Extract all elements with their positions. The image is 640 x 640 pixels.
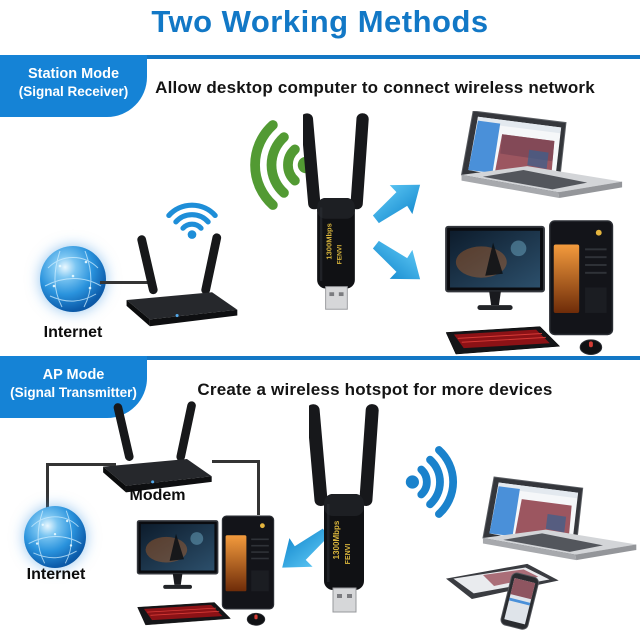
host-desktop-pc: [136, 505, 296, 636]
station-section-divider: [0, 55, 640, 59]
modem-label: Modem: [129, 487, 186, 504]
client-devices-group: [446, 470, 640, 640]
wireless-router: [116, 232, 244, 334]
station-badge-subtitle: (Signal Receiver): [18, 84, 129, 99]
arrow-down-left-icon: [267, 514, 341, 586]
adapter-brand-text: FENVI: [345, 544, 352, 565]
modem-internet-cable-horizontal: [46, 463, 116, 466]
gaming-desktop-pc: [444, 218, 640, 356]
adapter-brand-text: FENVI: [337, 245, 344, 265]
ap-mode-badge: AP Mode (Signal Transmitter): [0, 356, 147, 418]
router-wifi-signal-icon: [166, 197, 218, 241]
modem-pc-cable-horizontal: [212, 460, 260, 463]
ap-section-divider: [0, 356, 640, 360]
station-headline: Allow desktop computer to connect wirele…: [155, 78, 595, 97]
arrow-down-right-icon: [361, 226, 435, 298]
ap-badge-subtitle: (Signal Transmitter): [10, 385, 137, 400]
station-internet-label: Internet: [43, 324, 103, 341]
globe-network-lines: [28, 510, 82, 564]
modem-router: [93, 400, 218, 500]
modem-pc-cable-vertical: [257, 460, 260, 515]
usb-wifi-adapter: 1300Mbps FENVI: [309, 402, 379, 620]
ap-headline: Create a wireless hotspot for more devic…: [197, 380, 553, 399]
client-laptop: [482, 476, 637, 561]
ap-badge-title: AP Mode: [42, 367, 105, 383]
ap-internet-label: Internet: [26, 566, 86, 583]
station-badge-title: Station Mode: [27, 66, 120, 82]
station-mode-badge: Station Mode (Signal Receiver): [0, 55, 147, 117]
page-title: Two Working Methods: [151, 4, 489, 39]
internet-globe-icon: [40, 246, 106, 312]
laptop: [444, 110, 628, 230]
internet-router-cable: [100, 281, 154, 284]
usb-wifi-adapter: 1300Mbps FENVI: [303, 111, 369, 317]
arrow-up-right-icon: [361, 166, 435, 238]
client-tablet: [446, 563, 559, 599]
adapter-receive-signal-icon: [234, 120, 324, 210]
internet-globe-icon: [24, 506, 86, 568]
hotspot-signal-icon: [392, 440, 476, 524]
modem-internet-cable-vertical: [46, 463, 49, 513]
adapter-speed-text: 1300Mbps: [324, 223, 333, 259]
client-phone: [500, 572, 539, 630]
adapter-speed-text: 1300Mbps: [332, 520, 341, 559]
globe-network-lines: [44, 250, 102, 308]
